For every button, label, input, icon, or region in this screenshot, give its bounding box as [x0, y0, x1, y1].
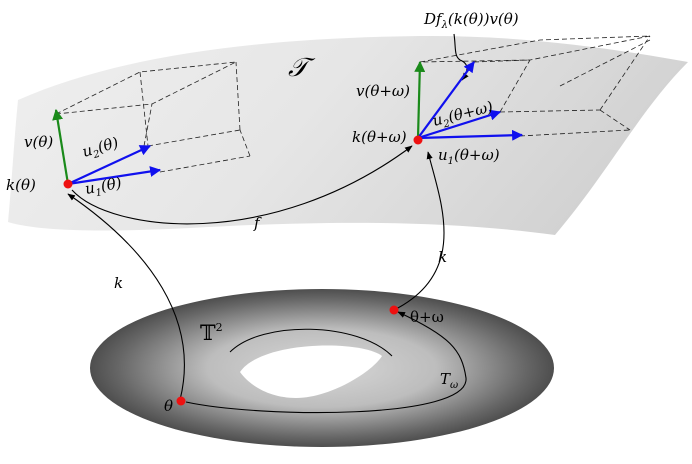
- f-map-arrow: [71, 145, 413, 225]
- torus-label: 𝕋2: [200, 321, 223, 345]
- dashed-box-left: [55, 61, 251, 173]
- k-left-arrow: [67, 193, 185, 401]
- torus-hole: [240, 345, 382, 398]
- u2-theta-vector: [67, 145, 151, 185]
- k-theta-omega-label: k(θ+ω): [352, 128, 407, 146]
- u2-theta-omega-vector: [417, 109, 502, 140]
- point-k-theta-omega: [413, 135, 423, 145]
- f-label: f: [253, 214, 262, 232]
- dashed-box-right: [419, 35, 651, 137]
- t-omega-arrow: [185, 311, 467, 414]
- k-right-arrow: [393, 151, 445, 311]
- point-theta-omega: [389, 305, 399, 315]
- k-theta-label: k(θ): [6, 176, 36, 194]
- torus-hole-upper-edge: [229, 328, 393, 357]
- theta-omega-label: θ+ω: [410, 308, 444, 326]
- df-label: Dfλ(k(θ))v(θ): [423, 10, 519, 31]
- df-vector: [417, 61, 475, 139]
- k-left-label: k: [114, 274, 123, 292]
- theta-label: θ: [164, 397, 173, 415]
- v-theta-omega-label: v(θ+ω): [356, 82, 410, 100]
- v-theta-omega-vector: [414, 60, 426, 139]
- v-theta-label: v(θ): [24, 133, 53, 151]
- t-omega-label: Tω: [440, 370, 458, 391]
- u1-theta-omega-label: u1(θ+ω): [438, 146, 500, 167]
- point-k-theta: [63, 179, 73, 189]
- k-right-label: k: [438, 248, 447, 266]
- u1-theta-vector: [67, 166, 162, 186]
- manifold-surface: [8, 35, 688, 236]
- u1-theta-label: u1(θ): [84, 174, 124, 201]
- v-theta-vector: [52, 108, 70, 185]
- u2-theta-label: u2(θ): [80, 133, 121, 163]
- u1-theta-omega-vector: [417, 129, 524, 141]
- point-theta: [176, 396, 186, 406]
